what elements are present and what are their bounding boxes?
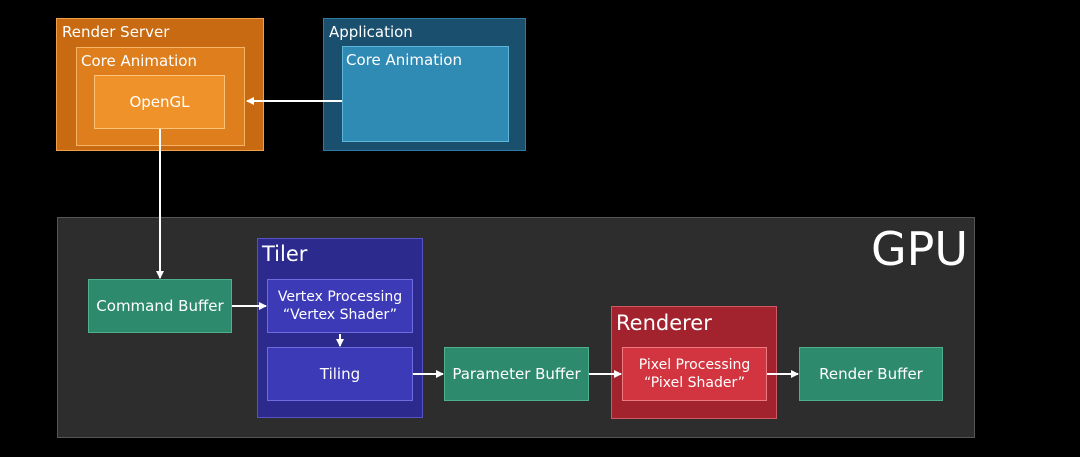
render-server-core-animation-label: Core Animation [81, 52, 197, 70]
vertex-processing-box: Vertex Processing “Vertex Shader” [267, 279, 413, 333]
pixel-processing-box: Pixel Processing “Pixel Shader” [622, 347, 767, 401]
command-buffer-box: Command Buffer [88, 279, 232, 333]
renderer-title: Renderer [616, 311, 712, 335]
render-server-title: Render Server [62, 23, 170, 41]
command-buffer-label: Command Buffer [96, 297, 224, 315]
tiling-label: Tiling [319, 365, 361, 383]
parameter-buffer-label: Parameter Buffer [452, 365, 581, 383]
vertex-processing-label: Vertex Processing [277, 289, 403, 305]
tiler-title: Tiler [262, 242, 308, 266]
pixel-shader-label: “Pixel Shader” [643, 375, 746, 391]
tiling-box: Tiling [267, 347, 413, 401]
gpu-title: GPU [870, 222, 968, 276]
render-buffer-box: Render Buffer [799, 347, 943, 401]
render-buffer-label: Render Buffer [819, 365, 923, 383]
opengl-box: OpenGL [94, 75, 225, 129]
parameter-buffer-box: Parameter Buffer [444, 347, 589, 401]
opengl-label: OpenGL [129, 93, 190, 111]
application-title: Application [329, 23, 413, 41]
application-core-animation-label: Core Animation [346, 51, 462, 69]
application-core-animation-box: Core Animation [342, 46, 509, 142]
pixel-processing-label: Pixel Processing [638, 357, 751, 373]
vertex-shader-label: “Vertex Shader” [282, 307, 398, 323]
